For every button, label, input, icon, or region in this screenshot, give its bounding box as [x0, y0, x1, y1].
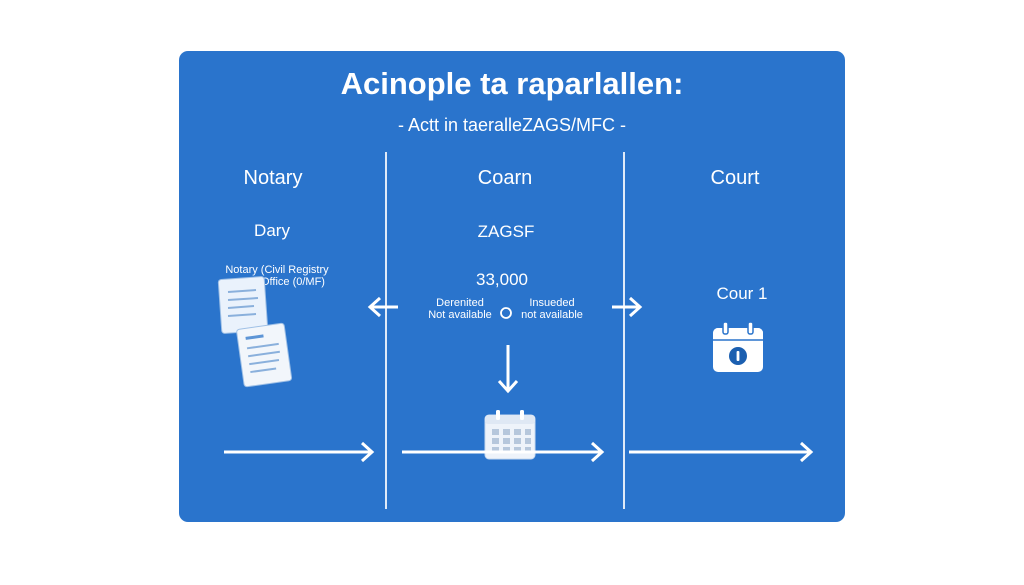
diagram-subtitle: - Actt in taeralleZAGS/MFC - [397, 115, 627, 135]
notary-caption-line1: Notary (Civil Registry [225, 264, 329, 276]
status-right-line1: Insueded [529, 297, 575, 309]
calendar-alert-icon [713, 321, 763, 372]
column-label-cour: Cour 1 [716, 284, 768, 303]
flow-arrow-2 [402, 441, 605, 463]
left-arrow-icon [367, 296, 398, 318]
column-label-zagsf: ZAGSF [477, 222, 535, 241]
status-right-line2: not available [521, 309, 583, 321]
zagsf-value: 33,000 [476, 270, 528, 289]
column-heading-coarn: Coarn [477, 167, 533, 189]
flow-arrow-3 [629, 441, 814, 463]
column-label-notary: Dary [254, 221, 290, 240]
right-arrow-icon [612, 296, 643, 318]
column-heading-court: Court [710, 167, 760, 189]
status-left-line2: Not available [428, 309, 492, 321]
notary-caption-line2: Office (0/MF) [261, 276, 325, 288]
flow-arrow-1 [224, 441, 375, 463]
column-divider-right [623, 152, 625, 509]
diagram-title: Acinople ta raparlallen: [340, 66, 684, 101]
column-divider-left [385, 152, 387, 509]
status-left-line1: Derenited [436, 297, 484, 309]
calendar-grid-icon [484, 410, 536, 460]
status-circle-icon [500, 307, 512, 319]
document-stack-icon [217, 276, 293, 388]
down-arrow-icon [497, 345, 519, 394]
column-heading-notary: Notary [243, 167, 303, 189]
